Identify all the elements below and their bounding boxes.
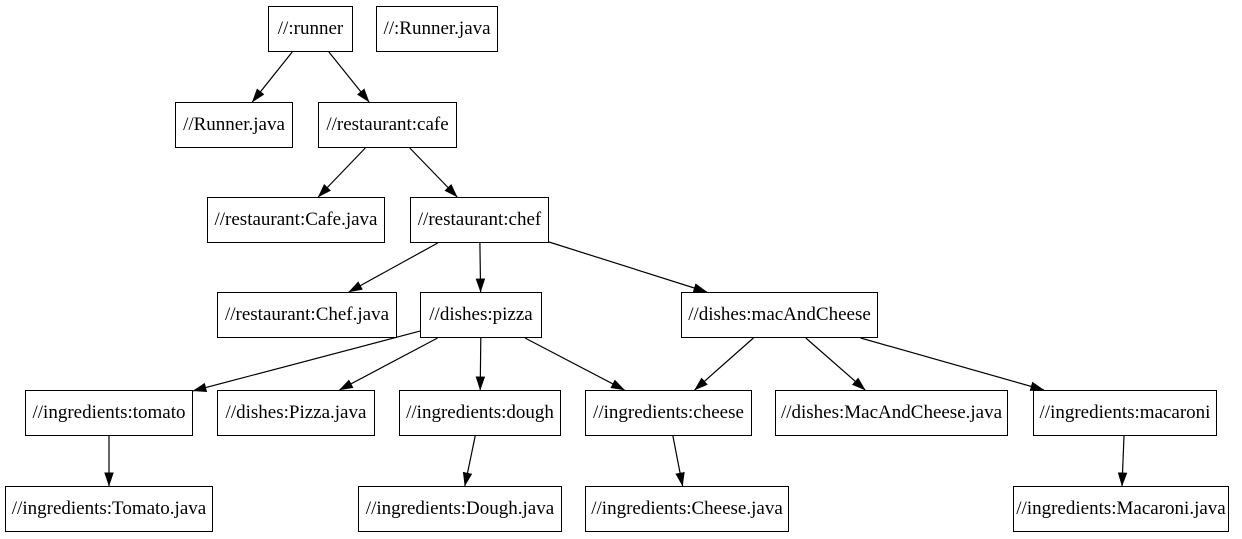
graph-edge-mac-and-cheese-to-macaroni	[860, 337, 1045, 391]
graph-edge-pizza-to-cheese	[524, 337, 625, 391]
graph-edge-cafe-to-chef	[409, 147, 458, 198]
graph-edge-runner-to-cafe	[328, 51, 370, 103]
graph-edge-chef-to-chef-java	[348, 242, 438, 293]
graph-node-cheese-java: //ingredients:Cheese.java	[585, 486, 789, 532]
graph-edge-macaroni-to-macaroni-java	[1117, 435, 1128, 487]
graph-node-runner-java-root: //:Runner.java	[376, 6, 498, 52]
graph-node-pizza: //dishes:pizza	[420, 292, 542, 338]
graph-node-tomato: //ingredients:tomato	[25, 390, 193, 436]
graph-node-mac-and-cheese: //dishes:macAndCheese	[681, 292, 878, 338]
graph-edge-pizza-to-pizza-java	[338, 337, 438, 391]
graph-edge-chef-to-mac-and-cheese	[548, 241, 708, 293]
graph-edge-mac-and-cheese-to-cheese	[694, 337, 754, 391]
graph-node-runner: //:runner	[268, 6, 353, 52]
graph-node-tomato-java: //ingredients:Tomato.java	[5, 486, 213, 532]
graph-edge-pizza-to-dough	[475, 337, 486, 391]
graph-node-cafe-java: //restaurant:Cafe.java	[207, 197, 385, 243]
graph-edge-mac-and-cheese-to-mac-and-cheese-java	[805, 337, 866, 391]
graph-node-runner-java: //Runner.java	[175, 102, 293, 148]
graph-edge-chef-to-pizza	[475, 242, 486, 293]
graph-node-dough: //ingredients:dough	[399, 390, 561, 436]
graph-node-mac-and-cheese-java: //dishes:MacAndCheese.java	[775, 390, 1008, 436]
graph-edge-pizza-to-tomato	[192, 330, 421, 393]
graph-edge-cheese-to-cheese-java	[672, 435, 685, 487]
graph-node-macaroni: //ingredients:macaroni	[1033, 390, 1217, 436]
graph-edge-dough-to-dough-java	[462, 435, 476, 487]
graph-node-chef: //restaurant:chef	[410, 197, 549, 243]
graph-node-cafe: //restaurant:cafe	[318, 102, 457, 148]
graph-node-macaroni-java: //ingredients:Macaroni.java	[1013, 486, 1229, 532]
graph-node-pizza-java: //dishes:Pizza.java	[217, 390, 375, 436]
graph-node-cheese: //ingredients:cheese	[585, 390, 752, 436]
graph-node-dough-java: //ingredients:Dough.java	[358, 486, 562, 532]
graph-edge-cafe-to-cafe-java	[317, 147, 366, 198]
graph-edge-runner-to-runner-java	[251, 51, 293, 103]
graph-node-chef-java: //restaurant:Chef.java	[217, 292, 397, 338]
